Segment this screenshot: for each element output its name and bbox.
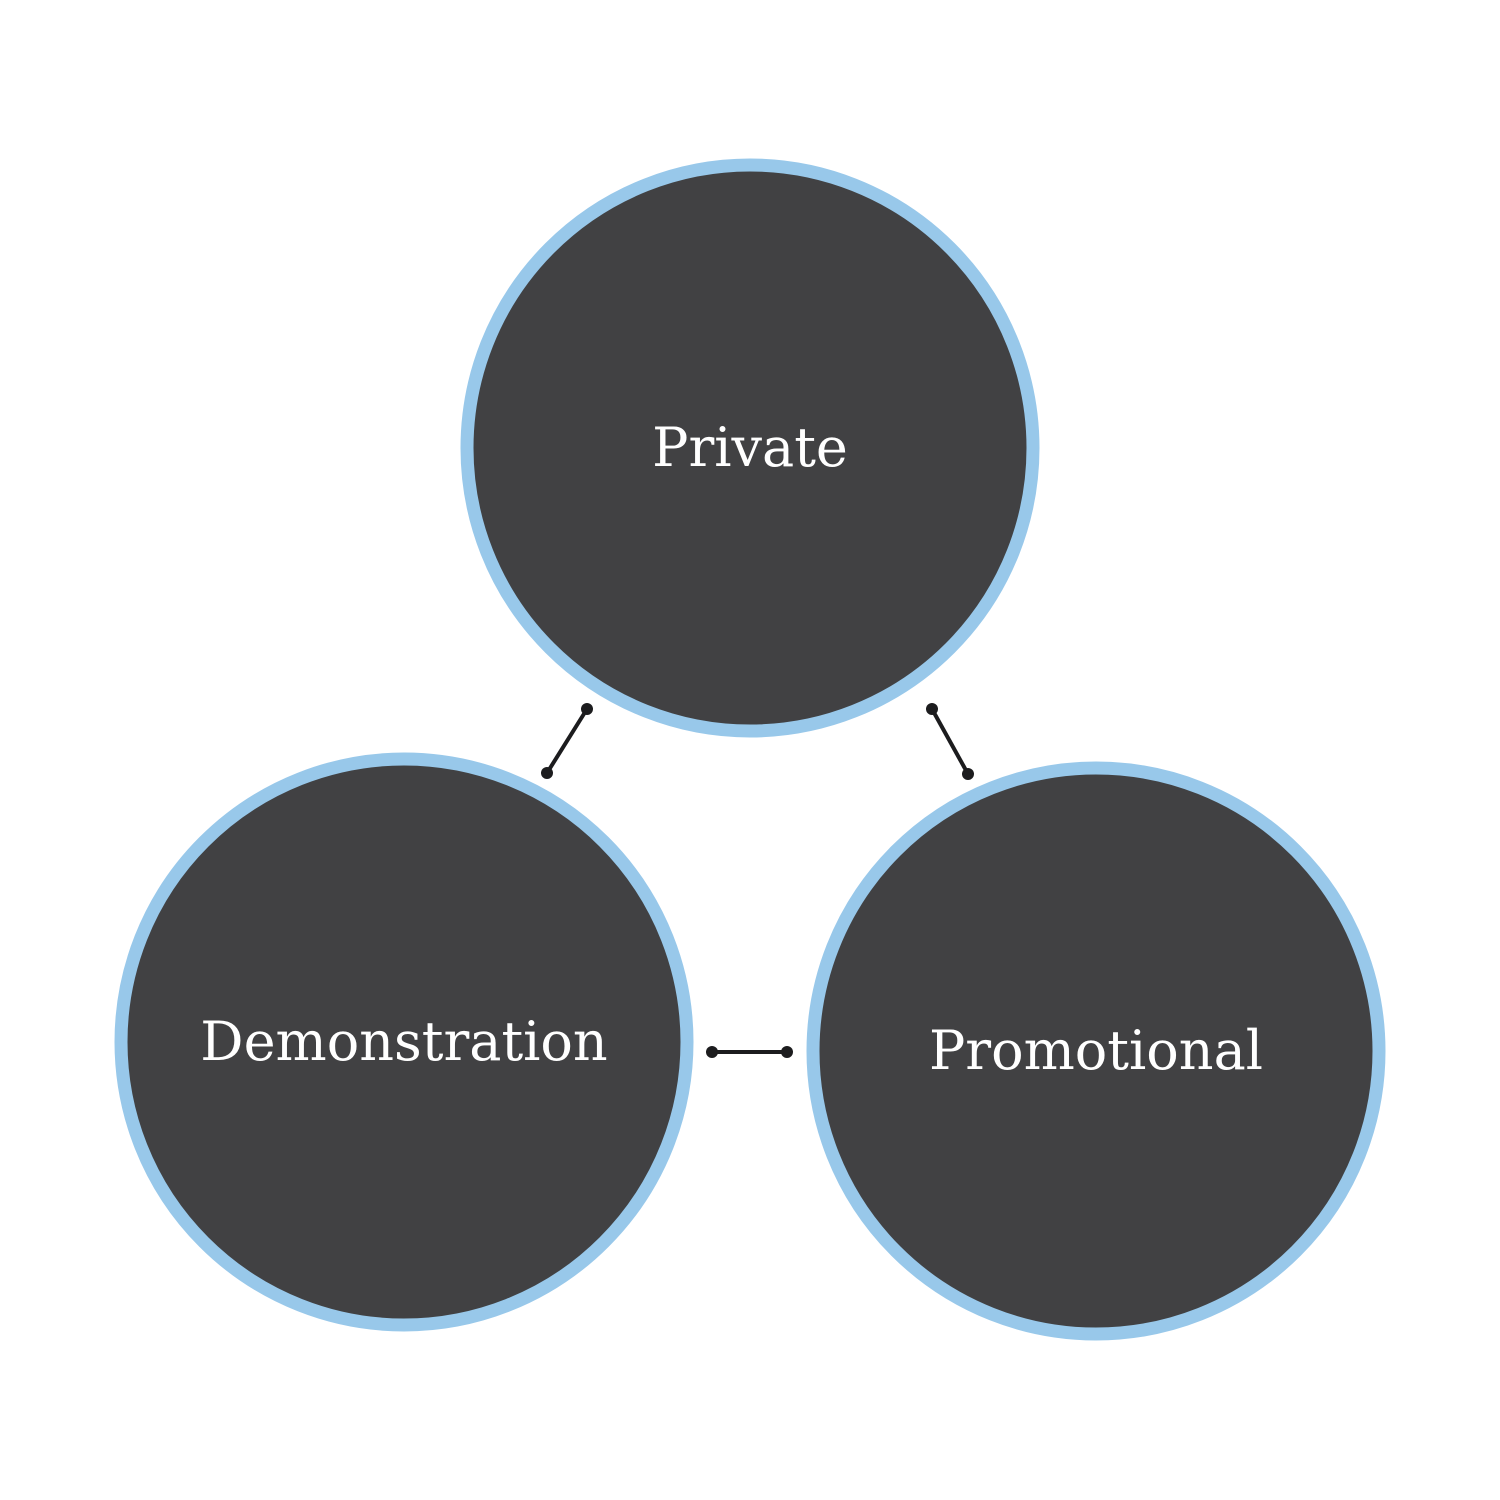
node-circle [114, 752, 694, 1332]
connector-demonstration-promotional [706, 1046, 793, 1058]
node-promotional: Promotional [806, 761, 1386, 1341]
node-circle [806, 761, 1386, 1341]
node-private: Private [460, 158, 1040, 738]
connector-dot [706, 1046, 718, 1058]
connector-line [930, 707, 970, 776]
node-circle [460, 158, 1040, 738]
connector-dot [581, 703, 593, 715]
connector-dot [962, 768, 974, 780]
node-label: Private [652, 416, 848, 479]
connector-dot [926, 703, 938, 715]
node-label: Promotional [929, 1019, 1263, 1082]
connector-line [545, 707, 589, 775]
connector-dot [541, 767, 553, 779]
connector-dot [781, 1046, 793, 1058]
connector-private-promotional [926, 703, 974, 780]
node-label: Demonstration [200, 1010, 607, 1073]
connector-private-demonstration [541, 703, 593, 779]
node-demonstration: Demonstration [114, 752, 694, 1332]
